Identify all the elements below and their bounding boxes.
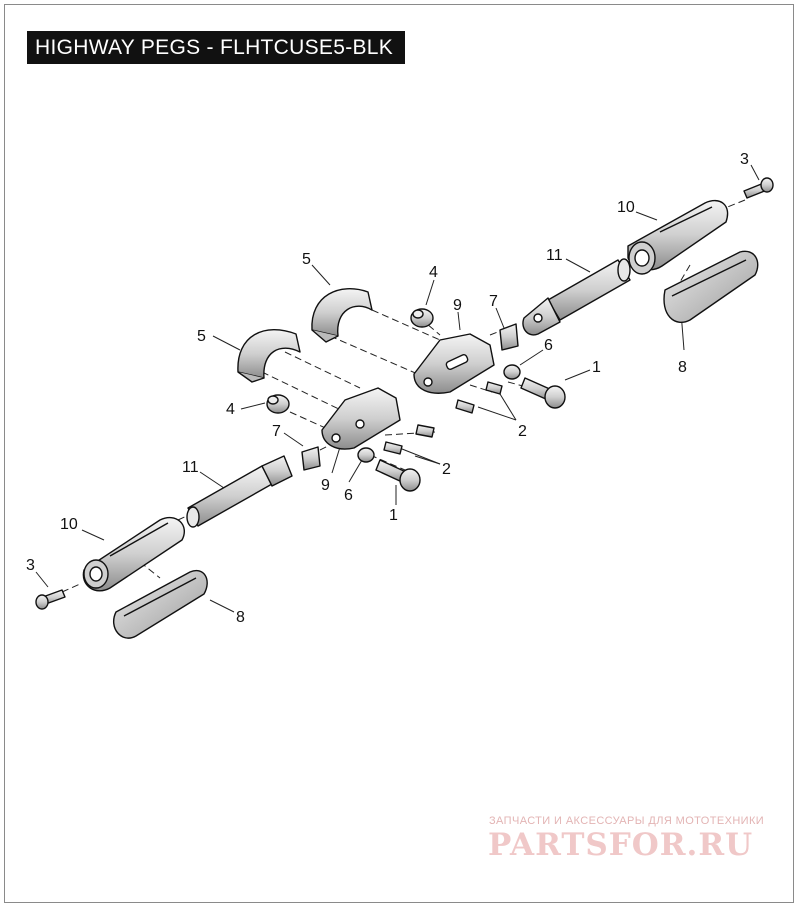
washer-6-lower: [357, 447, 375, 463]
callout-7: 7: [272, 423, 281, 440]
callout-9: 9: [321, 477, 330, 494]
watermark-tagline: ЗАПЧАСТИ И АКСЕССУАРЫ ДЛЯ МОТОТЕХНИКИ: [489, 815, 765, 827]
callout-11: 11: [546, 247, 563, 264]
bolt-1-upper: [520, 377, 566, 409]
nut-4-upper: [410, 308, 434, 328]
callout-labels: 3 10 11 8 5 4 9 7 6 1 2 5 4 7 2 11 9 6 1…: [26, 151, 749, 626]
washer-7-upper: [499, 323, 519, 351]
callout-2: 2: [518, 423, 527, 440]
nut-4-lower: [266, 394, 290, 414]
peg-housing-10-right: [627, 199, 729, 275]
rubber-pad-8-lower: [113, 569, 208, 639]
callout-6: 6: [544, 337, 553, 354]
callout-8: 8: [236, 609, 245, 626]
left-peg-assembly: [35, 329, 435, 639]
page-title: HIGHWAY PEGS - FLHTCUSE5-BLK: [27, 31, 406, 64]
peg-housing-10-lower: [82, 516, 185, 592]
bolt-1-lower: [375, 459, 421, 492]
callout-4: 4: [226, 401, 235, 418]
peg-rod-11-right: [522, 258, 631, 336]
washer-6-upper: [503, 364, 521, 380]
washer-7-lower: [301, 446, 321, 471]
clamp-half-5-lower: [237, 329, 301, 383]
leader-lines: [35, 164, 760, 613]
mount-bracket-9-upper: [413, 333, 495, 394]
screw-3-right: [743, 177, 774, 199]
screws-2-lower: [383, 424, 435, 455]
callout-3: 3: [740, 151, 749, 168]
callout-9: 9: [453, 297, 462, 314]
screw-3-lower: [35, 589, 66, 610]
callout-7: 7: [489, 293, 498, 310]
callout-11: 11: [182, 459, 199, 476]
callout-5: 5: [197, 328, 206, 345]
callout-5: 5: [302, 251, 311, 268]
callout-3: 3: [26, 557, 35, 574]
watermark-brand: PARTSFOR.RU: [488, 827, 754, 863]
peg-rod-11-lower: [186, 455, 293, 528]
callout-1: 1: [592, 359, 601, 376]
callout-10: 10: [60, 516, 78, 533]
callout-10: 10: [617, 199, 635, 216]
clamp-half-5-upper: [311, 288, 373, 343]
callout-2: 2: [442, 461, 451, 478]
callout-8: 8: [678, 359, 687, 376]
screws-2-upper: [455, 381, 503, 414]
callout-4: 4: [429, 264, 438, 281]
callout-6: 6: [344, 487, 353, 504]
mount-bracket-9-lower: [321, 387, 401, 450]
right-peg-assembly: [311, 177, 774, 414]
rubber-pad-8-right: [663, 250, 759, 323]
callout-1: 1: [389, 507, 398, 524]
